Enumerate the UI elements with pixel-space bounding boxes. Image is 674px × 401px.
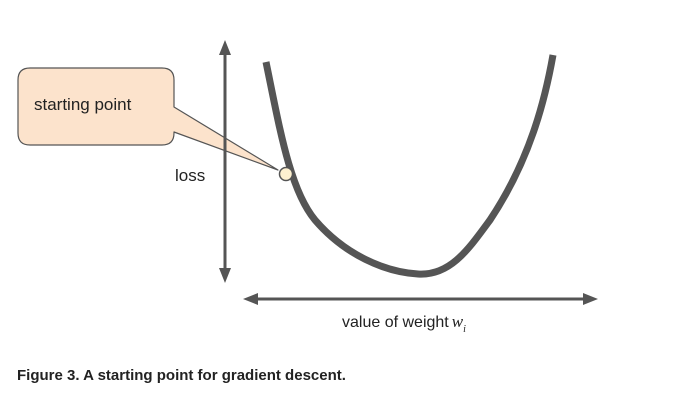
starting-point-marker [278,166,294,182]
weight-index: i [463,324,466,335]
x-axis-label-text: value of weight [342,314,449,331]
callout-label: starting point [34,95,132,114]
weight-axis [243,293,598,305]
starting-point-callout [17,67,279,171]
figure-caption: Figure 3. A starting point for gradient … [17,367,346,384]
weight-variable: w [451,312,464,331]
y-axis-label: loss [175,166,206,185]
loss-axis [219,40,231,283]
loss-curve [262,54,557,278]
